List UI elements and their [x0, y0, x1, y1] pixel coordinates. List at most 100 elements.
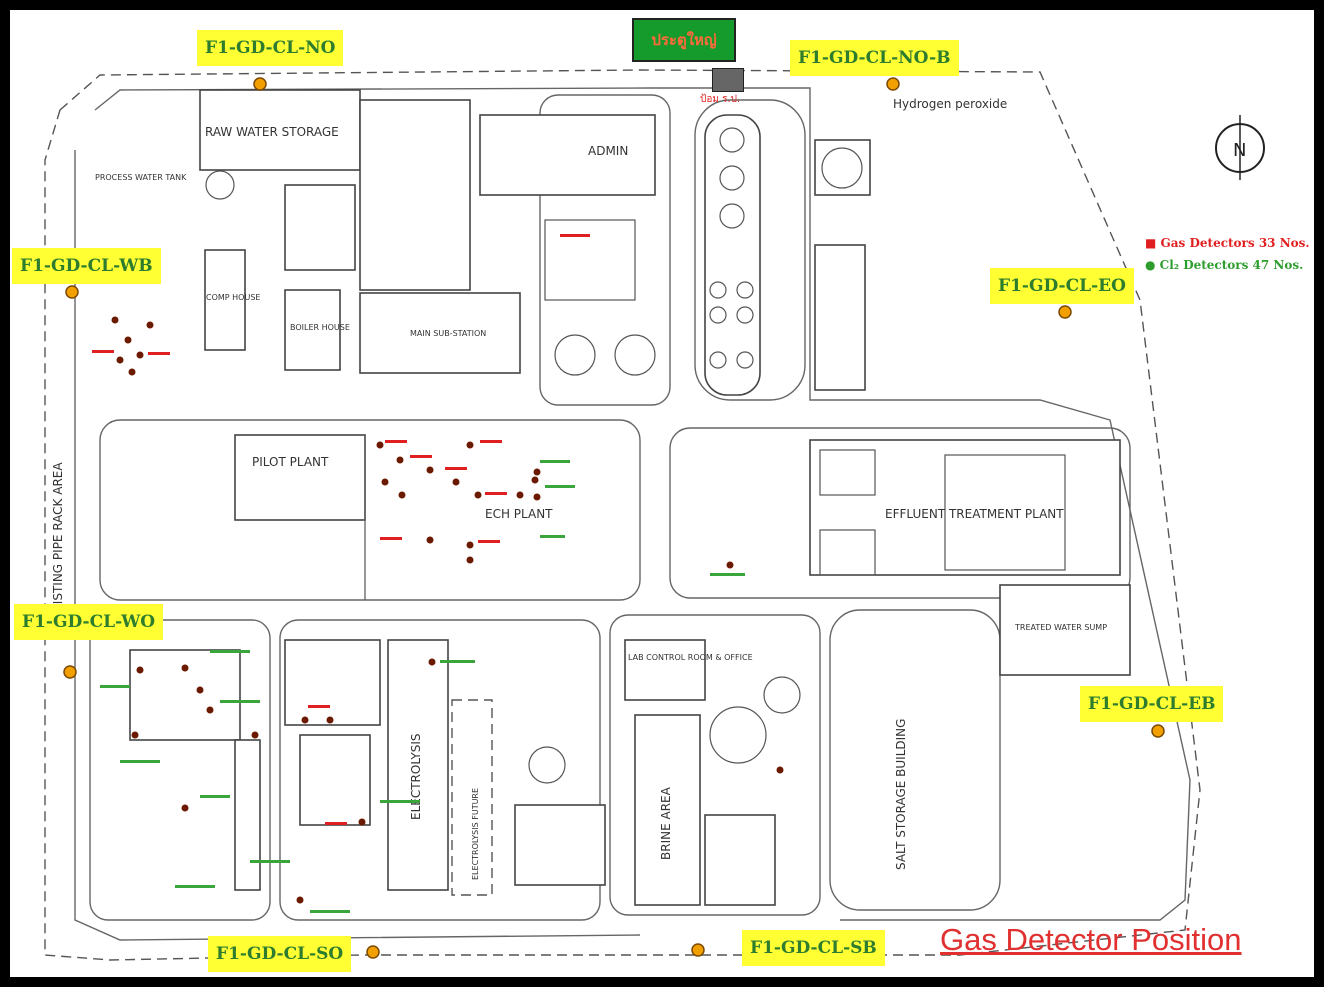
station-label-no: F1-GD-CL-NO	[197, 30, 344, 66]
brine-area-label: BRINE AREA	[659, 786, 673, 860]
h2o2-tank	[821, 147, 863, 189]
gas-detector-cluster-ech	[376, 441, 539, 564]
treated-water-sump-label: TREATED WATER SUMP	[1014, 623, 1107, 632]
station-dot-wb	[65, 285, 79, 299]
pipe-rack-label: EXISTING PIPE RACK AREA	[51, 462, 65, 620]
process-water-tank-label: PROCESS WATER TANK	[95, 173, 187, 182]
clarifier-tank-small	[763, 676, 801, 714]
building-raw-water-treatment	[284, 184, 356, 271]
station-label-so: F1-GD-CL-SO	[208, 936, 352, 972]
station-label-no-b: F1-GD-CL-NO-B	[790, 40, 959, 76]
ech-tank-5	[736, 281, 754, 299]
road-block-s	[279, 619, 601, 921]
diagram-title: Gas Detector Position	[940, 922, 1242, 957]
building-boiler-house	[284, 289, 341, 371]
cl2-detector-cluster	[131, 468, 784, 904]
building-cooling-tower	[544, 219, 636, 301]
h2o2-tank-stack	[814, 244, 866, 391]
comp-house-label: COMP HOUSE	[206, 293, 260, 302]
station-label-wo: F1-GD-CL-WO	[14, 604, 164, 640]
road-inner	[74, 150, 641, 941]
road-block-sw	[89, 619, 271, 921]
aeration-tank	[944, 454, 1066, 571]
tank-circle-2	[614, 334, 656, 376]
tank-s	[528, 746, 566, 784]
road-block-salt	[829, 609, 1001, 911]
road-block-ne	[539, 94, 671, 406]
tank-circle-3	[205, 170, 235, 200]
ech-tank-2	[719, 165, 745, 191]
road-block-pilot	[99, 419, 641, 601]
site-boundary	[44, 69, 1201, 961]
effluent-tank-1	[819, 449, 876, 496]
clarifier-tank	[709, 706, 767, 764]
building-electrolysis	[387, 639, 449, 891]
building-tank-area	[359, 99, 471, 291]
admin-label: ADMIN	[588, 144, 628, 158]
pilot-plant-label: PILOT PLANT	[252, 455, 329, 469]
building-effluent	[809, 439, 1121, 576]
building-main-substation	[359, 292, 521, 374]
building-lab-control	[624, 639, 706, 701]
gas-detector-red-tags	[92, 234, 590, 825]
main-substation-label: MAIN SUB-STATION	[410, 329, 486, 338]
road-block-se	[609, 614, 821, 916]
road-block-ech	[694, 99, 806, 401]
building-ech-tanks	[704, 114, 761, 396]
gas-detector-cluster-west	[111, 316, 154, 376]
station-dot-no-b	[886, 77, 900, 91]
hydrogen-peroxide-label: Hydrogen peroxide	[893, 97, 1007, 111]
road-perimeter	[94, 87, 1191, 921]
tank-circle-1	[554, 334, 596, 376]
building-brine-area	[634, 714, 701, 906]
building-electrolysis-upper	[284, 639, 381, 726]
gate-house	[712, 68, 744, 92]
legend-cl2-detectors: ● Cl₂ Detectors 47 Nos.	[1145, 258, 1304, 272]
electrolysis-label: ELECTROLYSIS	[409, 733, 423, 820]
effluent-tank-2	[819, 529, 876, 576]
ech-tank-4	[709, 281, 727, 299]
h2o2-tank-box	[814, 139, 871, 196]
ech-tank-7	[736, 306, 754, 324]
station-dot-no	[253, 77, 267, 91]
building-sw-1	[129, 649, 241, 741]
raw-water-storage-building	[199, 89, 361, 171]
station-dot-so	[366, 945, 380, 959]
electrolysis-future-label: ELECTROLYSIS FUTURE	[471, 788, 480, 880]
raw-water-storage-label: RAW WATER STORAGE	[205, 125, 339, 139]
legend-cl2-text: Cl₂ Detectors 47 Nos.	[1159, 258, 1304, 272]
treated-water-sump	[999, 584, 1131, 676]
station-label-wb: F1-GD-CL-WB	[12, 248, 161, 284]
building-electrolysis-future	[451, 699, 493, 896]
building-se-lower	[704, 814, 776, 906]
building-sw-2	[234, 739, 261, 891]
north-label: N	[1233, 140, 1246, 161]
legend-gas-text: Gas Detectors 33 Nos.	[1160, 236, 1310, 250]
ech-plant-label: ECH PLANT	[485, 507, 553, 521]
building-comp-house	[204, 249, 246, 351]
ech-tank-9	[736, 351, 754, 369]
ech-tank-3	[719, 203, 745, 229]
station-dot-eo	[1058, 305, 1072, 319]
main-gate: ประตูใหญ่	[632, 18, 736, 62]
ech-tank-1	[719, 127, 745, 153]
ech-tank-6	[709, 306, 727, 324]
boiler-house-label: BOILER HOUSE	[290, 323, 350, 332]
cl2-detector-green-tags	[100, 460, 745, 913]
station-label-sb: F1-GD-CL-SB	[742, 930, 885, 966]
building-admin-block	[479, 114, 656, 196]
station-label-eo: F1-GD-CL-EO	[990, 268, 1134, 304]
gate-sublabel: ป้อม ร.ป.	[700, 94, 741, 105]
building-electrolysis-lower	[299, 734, 371, 826]
road-block-effluent	[669, 427, 1131, 599]
building-pilot-plant	[234, 434, 366, 521]
effluent-label: EFFLUENT TREATMENT PLANT	[885, 507, 1064, 521]
lab-control-label: LAB CONTROL ROOM & OFFICE	[628, 653, 753, 662]
legend-gas-detectors: ■ Gas Detectors 33 Nos.	[1145, 236, 1310, 250]
building-substation-s	[514, 804, 606, 886]
station-dot-sb	[691, 943, 705, 957]
ech-tank-8	[709, 351, 727, 369]
station-dot-wo	[63, 665, 77, 679]
station-dot-eb	[1151, 724, 1165, 738]
